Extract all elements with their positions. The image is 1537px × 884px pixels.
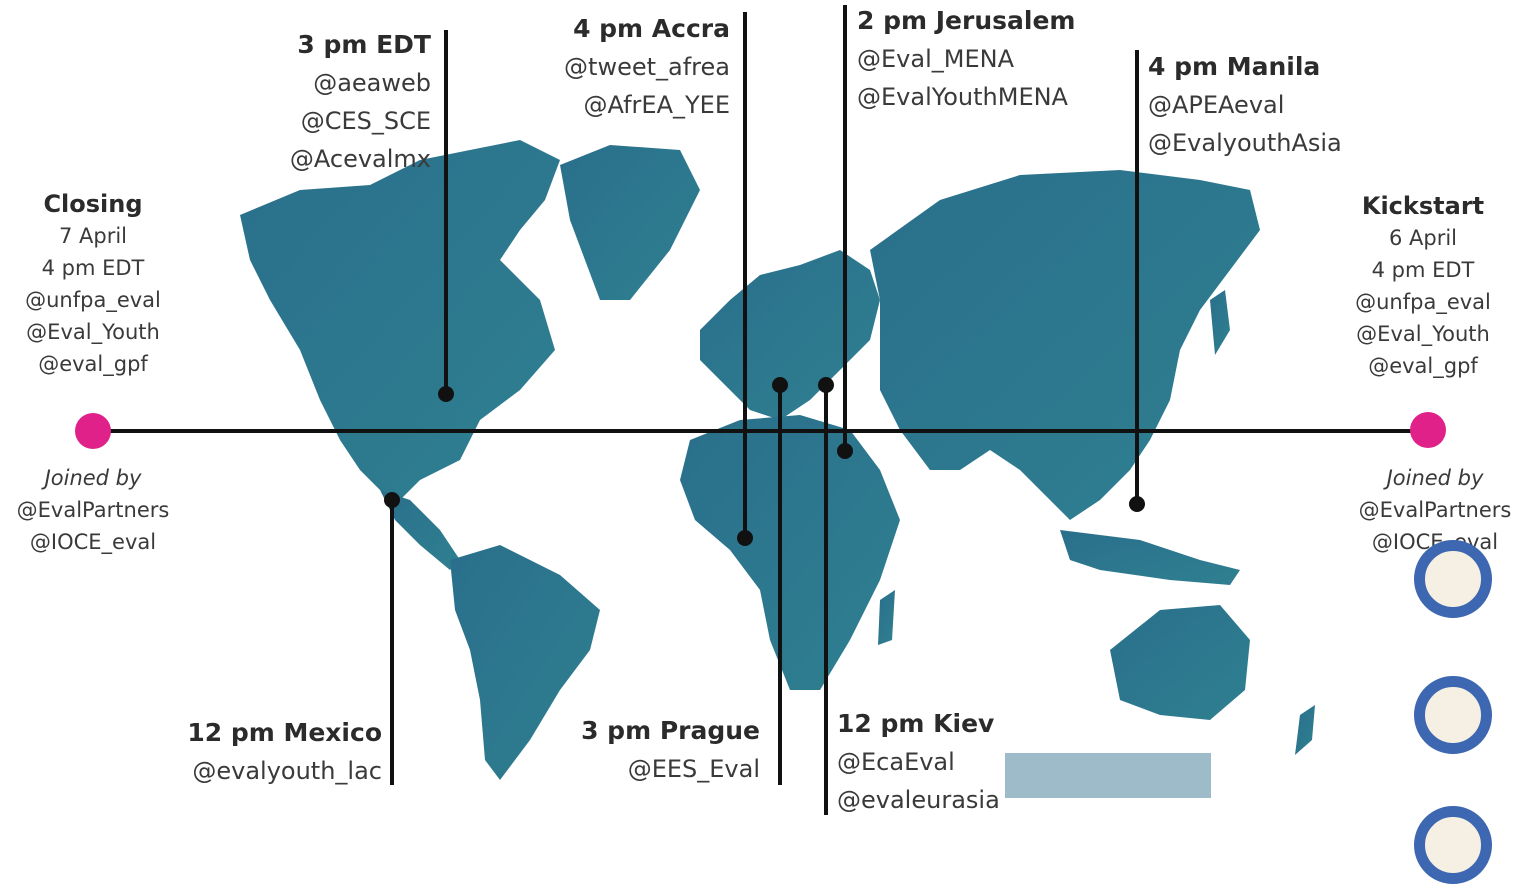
handle[interactable]: @EvalPartners xyxy=(16,498,170,522)
label-prague: 3 pm Prague @EES_Eval xyxy=(560,712,760,788)
handle[interactable]: @EcaEval xyxy=(837,748,955,776)
handle[interactable]: @aeaweb xyxy=(313,69,431,97)
time-label: 4 pm Manila xyxy=(1148,52,1321,81)
ring-icon[interactable] xyxy=(1414,676,1492,754)
handle[interactable]: @IOCE_eval xyxy=(29,530,157,554)
kickstart-title: Kickstart xyxy=(1361,192,1485,220)
australia xyxy=(1110,605,1250,720)
handle[interactable]: @EvalYouthMENA xyxy=(857,83,1068,111)
timeline-lines xyxy=(93,5,1428,815)
handle[interactable]: @Acevalmx xyxy=(289,145,431,173)
handle[interactable]: @APEAeval xyxy=(1148,91,1285,119)
kickstart-endpoint xyxy=(1410,412,1446,448)
time-label: 4 pm Accra xyxy=(573,14,730,43)
continents xyxy=(240,140,1315,780)
handle[interactable]: @EvalyouthAsia xyxy=(1148,129,1342,157)
label-accra: 4 pm Accra @tweet_afrea @AfrEA_YEE xyxy=(540,10,730,124)
joined-by-label: Joined by xyxy=(44,466,142,490)
closing-title: Closing xyxy=(43,190,143,218)
north-america xyxy=(240,140,560,500)
africa xyxy=(680,415,900,690)
mexico-dot xyxy=(384,492,400,508)
asia xyxy=(870,170,1260,520)
kickstart-block: Kickstart 6 April 4 pm EDT @unfpa_eval @… xyxy=(1330,190,1516,382)
label-kiev: 12 pm Kiev @EcaEval @evaleurasia xyxy=(837,705,1000,819)
manila-dot xyxy=(1129,496,1145,512)
handle[interactable]: @evalyouth_lac xyxy=(192,757,382,785)
time-label: 3 pm EDT xyxy=(297,30,431,59)
kickstart-date: 6 April xyxy=(1388,226,1458,250)
closing-partners: Joined by @EvalPartners @IOCE_eval xyxy=(0,462,186,558)
closing-date: 7 April xyxy=(58,224,128,248)
greenland xyxy=(560,145,700,300)
closing-time: 4 pm EDT xyxy=(41,256,145,280)
handle[interactable]: @tweet_afrea xyxy=(564,53,730,81)
kickstart-time: 4 pm EDT xyxy=(1371,258,1475,282)
handle[interactable]: @AfrEA_YEE xyxy=(583,91,730,119)
indonesia xyxy=(1060,530,1240,585)
central-america xyxy=(380,490,460,570)
location-dots xyxy=(384,377,1145,546)
edt-dot xyxy=(438,386,454,402)
handle[interactable]: @eval_gpf xyxy=(1368,354,1478,378)
accra-dot xyxy=(737,530,753,546)
handle[interactable]: @EvalPartners xyxy=(1358,498,1512,522)
handle[interactable]: @unfpa_eval xyxy=(25,288,161,312)
south-america xyxy=(450,545,600,780)
closing-endpoint xyxy=(75,413,111,449)
world-map xyxy=(75,5,1446,815)
new-zealand xyxy=(1295,705,1315,755)
time-label: 2 pm Jerusalem xyxy=(857,6,1076,35)
ring-icon[interactable] xyxy=(1414,806,1492,884)
closing-block: Closing 7 April 4 pm EDT @unfpa_eval @Ev… xyxy=(0,188,186,380)
label-edt: 3 pm EDT @aeaweb @CES_SCE @Acevalmx xyxy=(276,26,431,178)
madagascar xyxy=(878,590,895,645)
prague-dot xyxy=(772,377,788,393)
handle[interactable]: @CES_SCE xyxy=(300,107,431,135)
label-mexico: 12 pm Mexico @evalyouth_lac xyxy=(150,714,382,790)
jerusalem-dot xyxy=(837,443,853,459)
handle[interactable]: @eval_gpf xyxy=(38,352,148,376)
time-label: 3 pm Prague xyxy=(581,716,760,745)
ring-icon[interactable] xyxy=(1414,540,1492,618)
joined-by-label: Joined by xyxy=(1386,466,1484,490)
handle[interactable]: @unfpa_eval xyxy=(1355,290,1491,314)
label-jerusalem: 2 pm Jerusalem @Eval_MENA @EvalYouthMENA xyxy=(857,2,1075,116)
europe xyxy=(700,250,880,420)
label-manila: 4 pm Manila @APEAeval @EvalyouthAsia xyxy=(1148,48,1342,162)
overlay-bar xyxy=(1005,753,1211,798)
handle[interactable]: @evaleurasia xyxy=(837,786,1000,814)
time-label: 12 pm Kiev xyxy=(837,709,995,738)
time-label: 12 pm Mexico xyxy=(187,718,382,747)
kiev-dot xyxy=(818,377,834,393)
handle[interactable]: @Eval_MENA xyxy=(857,45,1014,73)
japan xyxy=(1210,290,1230,355)
handle[interactable]: @Eval_Youth xyxy=(26,320,160,344)
handle[interactable]: @Eval_Youth xyxy=(1356,322,1490,346)
handle[interactable]: @EES_Eval xyxy=(627,755,760,783)
